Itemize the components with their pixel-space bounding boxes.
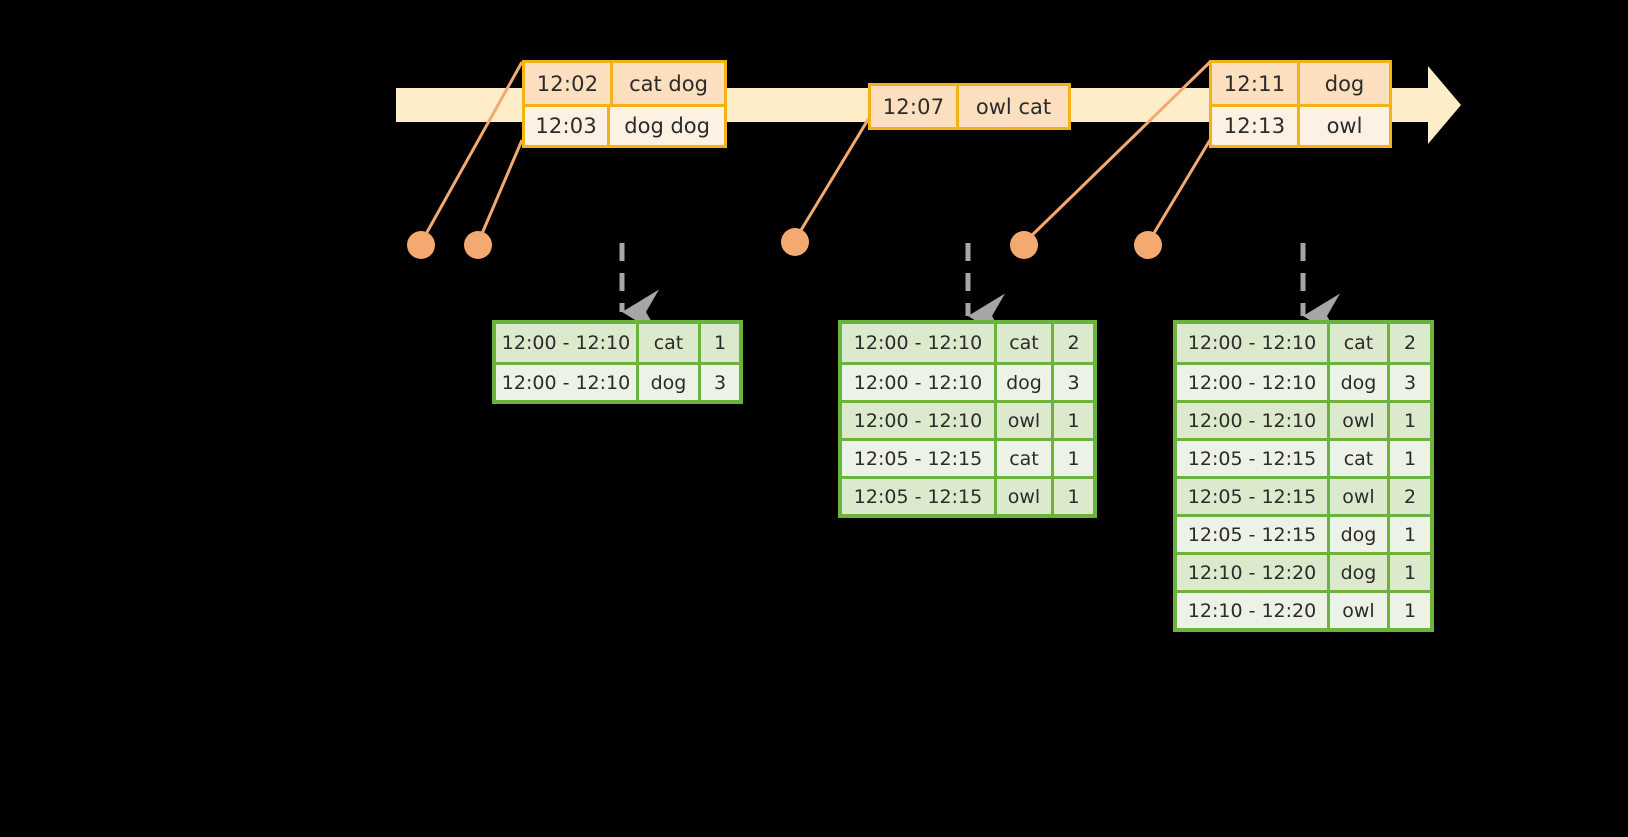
event-row[interactable]: 12:03 dog dog [525, 104, 724, 145]
table-row[interactable]: 12:00 - 12:10 cat 2 [842, 324, 1093, 362]
event-time: 12:11 [1212, 63, 1300, 104]
count-cell: 3 [1403, 371, 1417, 394]
event-marker-dots [407, 228, 1162, 259]
window-cell: 12:00 - 12:10 [1177, 365, 1330, 400]
table-row[interactable]: 12:10 - 12:20 owl 1 [1177, 590, 1430, 628]
window-cell: 12:00 - 12:10 [842, 324, 997, 362]
key-cell: cat [997, 441, 1054, 476]
key-cell: dog [1330, 365, 1390, 400]
event-time: 12:02 [525, 63, 613, 104]
window-cell: 12:05 - 12:15 [1177, 517, 1330, 552]
count-cell: 1 [1067, 409, 1080, 432]
count-cell: 1 [713, 332, 727, 354]
event-row[interactable]: 12:02 cat dog [525, 63, 724, 104]
event-row[interactable]: 12:07 owl cat [871, 86, 1068, 127]
count-cell: 2 [1067, 332, 1080, 354]
key-cell: dog [1330, 555, 1390, 590]
event-time: 12:03 [525, 107, 611, 145]
event-words: dog [1324, 71, 1365, 96]
event-time: 12:07 [871, 86, 959, 127]
event-row[interactable]: 12:13 owl [1212, 104, 1389, 145]
table-row[interactable]: 12:05 - 12:15 cat 1 [1177, 438, 1430, 476]
window-cell: 12:10 - 12:20 [1177, 555, 1330, 590]
event-marker-dot [1010, 231, 1038, 259]
result-table-2[interactable]: 12:00 - 12:10 cat 2 12:00 - 12:10 dog 3 … [838, 320, 1097, 518]
window-cell: 12:00 - 12:10 [496, 365, 639, 400]
event-marker-dot [464, 231, 492, 259]
count-cell: 3 [713, 371, 727, 394]
key-cell: cat [997, 324, 1054, 362]
count-cell: 1 [1067, 447, 1080, 470]
window-cell: 12:00 - 12:10 [496, 324, 639, 362]
window-cell: 12:10 - 12:20 [1177, 593, 1330, 628]
table-row[interactable]: 12:10 - 12:20 dog 1 [1177, 552, 1430, 590]
event-words: owl [1326, 114, 1363, 138]
window-cell: 12:05 - 12:15 [842, 479, 997, 514]
event-marker-dot [407, 231, 435, 259]
key-cell: owl [997, 479, 1054, 514]
window-cell: 12:05 - 12:15 [842, 441, 997, 476]
event-time: 12:13 [1212, 107, 1300, 145]
count-cell: 1 [1403, 447, 1417, 470]
table-row[interactable]: 12:00 - 12:10 dog 3 [842, 362, 1093, 400]
key-cell: dog [997, 365, 1054, 400]
count-cell: 1 [1403, 561, 1417, 584]
table-row[interactable]: 12:05 - 12:15 cat 1 [842, 438, 1093, 476]
event-group-1[interactable]: 12:02 cat dog 12:03 dog dog [522, 60, 727, 148]
key-cell: cat [1330, 441, 1390, 476]
key-cell: owl [1330, 403, 1390, 438]
window-cell: 12:05 - 12:15 [1177, 479, 1330, 514]
key-cell: cat [1330, 324, 1390, 362]
count-cell: 2 [1403, 485, 1417, 508]
table-row[interactable]: 12:00 - 12:10 cat 1 [496, 324, 739, 362]
window-cell: 12:00 - 12:10 [842, 365, 997, 400]
event-group-3[interactable]: 12:11 dog 12:13 owl [1209, 60, 1392, 148]
result-table-1[interactable]: 12:00 - 12:10 cat 1 12:00 - 12:10 dog 3 [492, 320, 743, 404]
table-row[interactable]: 12:00 - 12:10 owl 1 [842, 400, 1093, 438]
table-row[interactable]: 12:00 - 12:10 owl 1 [1177, 400, 1430, 438]
key-cell: dog [639, 365, 701, 400]
table-row[interactable]: 12:05 - 12:15 dog 1 [1177, 514, 1430, 552]
window-cell: 12:05 - 12:15 [1177, 441, 1330, 476]
key-cell: dog [1330, 517, 1390, 552]
count-cell: 1 [1067, 485, 1080, 508]
count-cell: 2 [1403, 332, 1417, 354]
table-row[interactable]: 12:00 - 12:10 dog 3 [496, 362, 739, 400]
result-table-3[interactable]: 12:00 - 12:10 cat 2 12:00 - 12:10 dog 3 … [1173, 320, 1434, 632]
dashed-down-arrows [619, 243, 1341, 339]
count-cell: 1 [1403, 599, 1417, 622]
window-cell: 12:00 - 12:10 [1177, 324, 1330, 362]
key-cell: cat [639, 324, 701, 362]
table-row[interactable]: 12:05 - 12:15 owl 1 [842, 476, 1093, 514]
window-cell: 12:00 - 12:10 [842, 403, 997, 438]
key-cell: owl [1330, 593, 1390, 628]
count-cell: 3 [1067, 371, 1080, 394]
table-row[interactable]: 12:00 - 12:10 dog 3 [1177, 362, 1430, 400]
event-group-2[interactable]: 12:07 owl cat [868, 83, 1071, 130]
event-row[interactable]: 12:11 dog [1212, 63, 1389, 104]
event-words: dog dog [624, 114, 710, 138]
count-cell: 1 [1403, 409, 1417, 432]
event-words: cat dog [629, 71, 708, 96]
event-words: owl cat [975, 94, 1052, 119]
key-cell: owl [997, 403, 1054, 438]
key-cell: owl [1330, 479, 1390, 514]
table-row[interactable]: 12:05 - 12:15 owl 2 [1177, 476, 1430, 514]
table-row[interactable]: 12:00 - 12:10 cat 2 [1177, 324, 1430, 362]
window-cell: 12:00 - 12:10 [1177, 403, 1330, 438]
count-cell: 1 [1403, 523, 1417, 546]
event-marker-dot [781, 228, 809, 256]
event-marker-dot [1134, 231, 1162, 259]
